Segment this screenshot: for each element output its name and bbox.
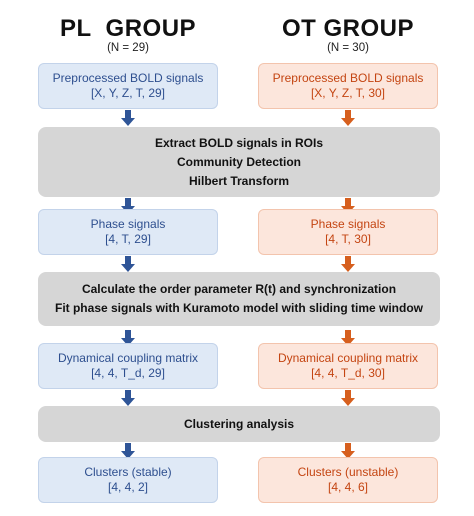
pl-clusters-box: Clusters (stable) [4, 4, 2] (38, 457, 218, 503)
pl-down-arrow (121, 390, 135, 411)
process-step-2-line-1: Calculate the order parameter R(t) and s… (81, 282, 397, 296)
ot-down-arrow (341, 110, 355, 131)
pl-down-arrow (121, 330, 135, 351)
pl-group-count: (N = 29) (107, 42, 149, 54)
pl-coupling-label: Dynamical coupling matrix (57, 351, 199, 365)
pl-clusters-label: Clusters (stable) (84, 465, 172, 479)
ot-preprocessed-box: Preprocessed BOLD signals [X, Y, Z, T, 3… (258, 63, 438, 109)
ot-preprocessed-label: Preprocessed BOLD signals (272, 71, 424, 85)
process-step-1-line-1: Extract BOLD signals in ROIs (154, 135, 324, 150)
pl-phase-box: Phase signals [4, T, 29] (38, 209, 218, 255)
ot-group-count: (N = 30) (327, 42, 369, 54)
ot-phase-box: Phase signals [4, T, 30] (258, 209, 438, 255)
pl-preprocessed-dims: [X, Y, Z, T, 29] (90, 86, 166, 100)
pl-coupling-box: Dynamical coupling matrix [4, 4, T_d, 29… (38, 343, 218, 389)
process-step-3: Clustering analysis (38, 406, 440, 442)
ot-down-arrow (341, 256, 355, 277)
process-step-3-line-1: Clustering analysis (183, 416, 295, 431)
process-step-2-line-2: Fit phase signals with Kuramoto model wi… (54, 301, 424, 315)
pl-coupling-dims: [4, 4, T_d, 29] (91, 366, 165, 380)
pl-down-arrow (121, 443, 135, 464)
ot-coupling-dims: [4, 4, T_d, 30] (311, 366, 385, 380)
process-step-1: Extract BOLD signals in ROIs Community D… (38, 127, 440, 197)
process-step-1-line-3: Hilbert Transform (188, 173, 290, 188)
ot-phase-label: Phase signals (310, 217, 386, 231)
ot-group-title: OT GROUP (281, 15, 414, 42)
pl-down-arrow (121, 256, 135, 277)
ot-clusters-label: Clusters (unstable) (297, 465, 399, 479)
pl-phase-dims: [4, T, 29] (105, 232, 151, 246)
pl-phase-label: Phase signals (90, 217, 166, 231)
ot-down-arrow (341, 390, 355, 411)
pl-down-arrow (121, 110, 135, 131)
ot-down-arrow (341, 330, 355, 351)
ot-preprocessed-dims: [X, Y, Z, T, 30] (310, 86, 386, 100)
ot-coupling-box: Dynamical coupling matrix [4, 4, T_d, 30… (258, 343, 438, 389)
ot-clusters-dims: [4, 4, 6] (327, 480, 369, 494)
pl-preprocessed-box: Preprocessed BOLD signals [X, Y, Z, T, 2… (38, 63, 218, 109)
pl-preprocessed-label: Preprocessed BOLD signals (52, 71, 204, 85)
process-step-1-line-2: Community Detection (176, 154, 301, 169)
ot-clusters-box: Clusters (unstable) [4, 4, 6] (258, 457, 438, 503)
ot-phase-dims: [4, T, 30] (325, 232, 371, 246)
ot-down-arrow (341, 443, 355, 464)
process-step-2: Calculate the order parameter R(t) and s… (38, 272, 440, 326)
ot-coupling-label: Dynamical coupling matrix (277, 351, 419, 365)
pl-group-title: PL GROUP (59, 15, 197, 42)
pl-clusters-dims: [4, 4, 2] (107, 480, 149, 494)
